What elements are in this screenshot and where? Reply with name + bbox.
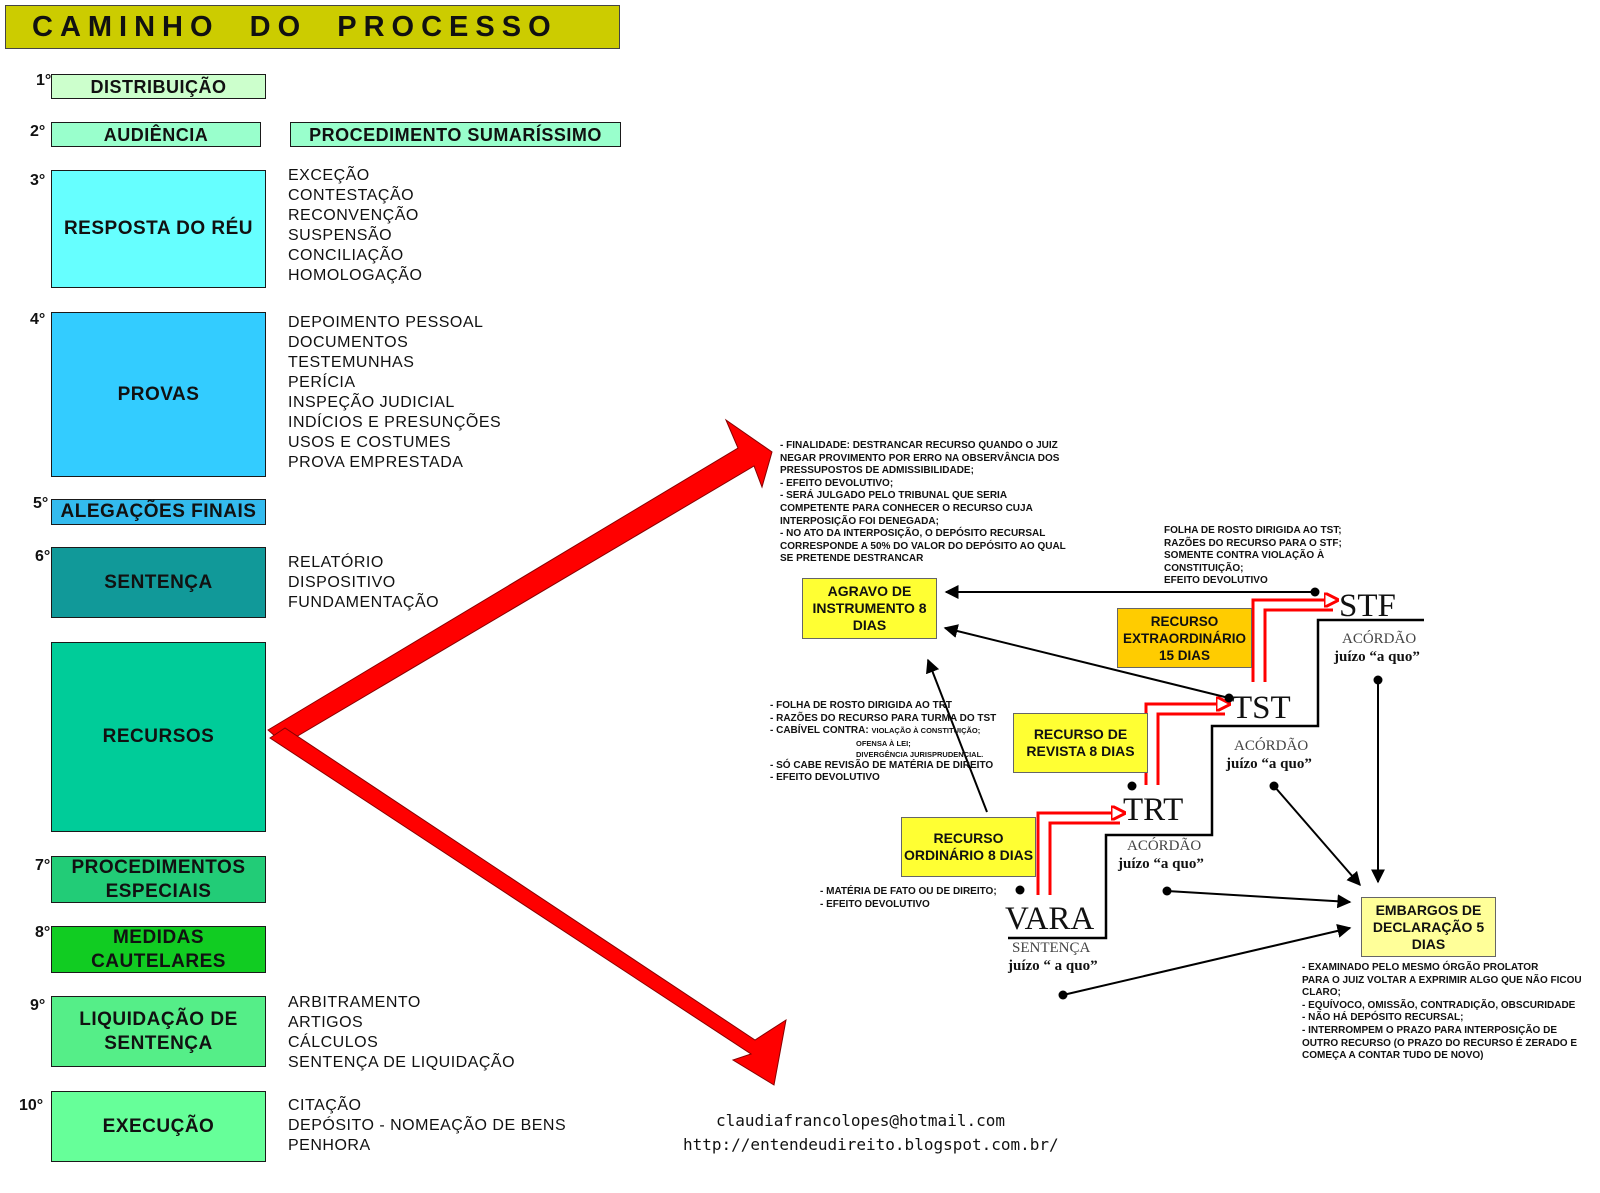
court-vara: VARA	[1005, 901, 1095, 937]
revista-notes: - FOLHA DE ROSTO DIRIGIDA AO TRT - RAZÕE…	[770, 700, 997, 784]
list-item: PERÍCIA	[288, 374, 356, 391]
list-item: USOS E COSTUMES	[288, 434, 452, 451]
step-resposta-do-reu: RESPOSTA DO RÉU	[51, 170, 266, 288]
list-item: ARTIGOS	[288, 1014, 364, 1031]
extraordinario-notes: FOLHA DE ROSTO DIRIGIDA AO TST; RAZÕES D…	[1164, 525, 1342, 587]
embargos-notes: - EXAMINADO PELO MESMO ÓRGÃO PROLATOR PA…	[1302, 962, 1582, 1062]
list-item: SENTENÇA DE LIQUIDAÇÃO	[288, 1054, 516, 1071]
list-item: INSPEÇÃO JUDICIAL	[288, 394, 455, 411]
court-tst: TST	[1232, 690, 1291, 726]
list-item: PROVA EMPRESTADA	[288, 454, 464, 471]
list-item: DEPOIMENTO PESSOAL	[288, 314, 484, 331]
list-item: RECONVENÇÃO	[288, 207, 419, 224]
contact-url[interactable]: http://entendeudireito.blogspot.com.br/	[683, 1135, 1059, 1154]
tst-decision: ACÓRDÃO	[1234, 738, 1309, 754]
stf-decision: ACÓRDÃO	[1342, 631, 1417, 647]
embargos-box: EMBARGOS DE DECLARAÇÃO 5 DIAS	[1361, 897, 1496, 957]
list-item: HOMOLOGAÇÃO	[288, 267, 423, 284]
step-liquidacao-de-sentenca: LIQUIDAÇÃO DE SENTENÇA	[51, 996, 266, 1067]
list-item: ARBITRAMENTO	[288, 994, 421, 1011]
provas-items: DEPOIMENTO PESSOAL DOCUMENTOS TESTEMUNHA…	[288, 313, 501, 473]
step-alegacoes-finais: ALEGAÇÕES FINAIS	[51, 499, 266, 525]
execucao-items: CITAÇÃO DEPÓSITO - NOMEAÇÃO DE BENS PENH…	[288, 1096, 566, 1156]
extraordinario-box: RECURSO EXTRAORDINÁRIO 15 DIAS	[1117, 608, 1252, 668]
connector-arrows	[926, 585, 1385, 996]
list-item: DEPÓSITO - NOMEAÇÃO DE BENS	[288, 1117, 567, 1134]
court-trt: TRT	[1123, 792, 1184, 828]
list-item: PENHORA	[288, 1137, 371, 1154]
list-item: CONCILIAÇÃO	[288, 247, 404, 264]
agravo-notes: - FINALIDADE: DESTRANCAR RECURSO QUANDO …	[780, 440, 1066, 565]
vara-juizo: juízo “ a quo”	[1008, 958, 1098, 974]
step-number: 7°	[35, 857, 51, 874]
liquidacao-items: ARBITRAMENTO ARTIGOS CÁLCULOS SENTENÇA D…	[288, 993, 515, 1073]
court-staircase	[1008, 618, 1424, 940]
step-number: 9°	[30, 997, 46, 1014]
step-arrow-icon	[1036, 600, 1333, 895]
step-recursos: RECURSOS	[51, 642, 266, 832]
step-execucao: EXECUÇÃO	[51, 1091, 266, 1162]
list-item: CITAÇÃO	[288, 1097, 362, 1114]
ordinario-notes: - MATÉRIA DE FATO OU DE DIREITO; - EFEIT…	[820, 886, 997, 910]
contact-email: claudiafrancolopes@hotmail.com	[716, 1111, 1005, 1130]
step-medidas-cautelares: MEDIDAS CAUTELARES	[51, 926, 266, 973]
step-number: 6°	[35, 548, 51, 565]
court-stf: STF	[1339, 588, 1396, 624]
list-item: DISPOSITIVO	[288, 574, 396, 591]
list-item: TESTEMUNHAS	[288, 354, 415, 371]
list-item: FUNDAMENTAÇÃO	[288, 594, 440, 611]
step-provas: PROVAS	[51, 312, 266, 477]
step-number: 1°	[36, 72, 52, 89]
ordinario-box: RECURSO ORDINÁRIO 8 DIAS	[901, 817, 1036, 877]
step-audiencia: AUDIÊNCIA	[51, 122, 261, 147]
step-number: 2°	[30, 123, 46, 140]
revista-box: RECURSO DE REVISTA 8 DIAS	[1013, 713, 1148, 773]
step-number: 8°	[35, 924, 51, 941]
agravo-box: AGRAVO DE INSTRUMENTO 8 DIAS	[802, 578, 937, 639]
connector-dots	[1015, 587, 1383, 1000]
list-item: INDÍCIOS E PRESUNÇÕES	[288, 414, 502, 431]
trt-juizo: juízo “a quo”	[1118, 856, 1204, 872]
sentenca-items: RELATÓRIO DISPOSITIVO FUNDAMENTAÇÃO	[288, 553, 439, 613]
stf-juizo: juízo “a quo”	[1334, 649, 1420, 665]
resposta-items: EXCEÇÃO CONTESTAÇÃO RECONVENÇÃO SUSPENSÃ…	[288, 166, 422, 286]
red-arrow-lower-icon	[269, 727, 787, 1086]
procedimento-sumarissimo-box: PROCEDIMENTO SUMARÍSSIMO	[290, 122, 621, 147]
step-distribuicao: DISTRIBUIÇÃO	[51, 74, 266, 99]
trt-decision: ACÓRDÃO	[1127, 838, 1202, 854]
vara-decision: SENTENÇA	[1012, 940, 1091, 956]
list-item: CONTESTAÇÃO	[288, 187, 415, 204]
list-item: DOCUMENTOS	[288, 334, 409, 351]
page-title: CAMINHO DO PROCESSO	[5, 5, 620, 49]
red-arrow-upper-icon	[267, 418, 773, 745]
step-procedimentos-especiais: PROCEDIMENTOS ESPECIAIS	[51, 856, 266, 903]
step-number: 3°	[30, 172, 46, 189]
tst-juizo: juízo “a quo”	[1226, 756, 1312, 772]
list-item: RELATÓRIO	[288, 554, 384, 571]
step-number: 10°	[19, 1097, 44, 1114]
list-item: EXCEÇÃO	[288, 167, 370, 184]
list-item: CÁLCULOS	[288, 1034, 379, 1051]
step-number: 4°	[30, 311, 46, 328]
step-number: 5°	[33, 495, 49, 512]
step-sentenca: SENTENÇA	[51, 547, 266, 618]
list-item: SUSPENSÃO	[288, 227, 393, 244]
